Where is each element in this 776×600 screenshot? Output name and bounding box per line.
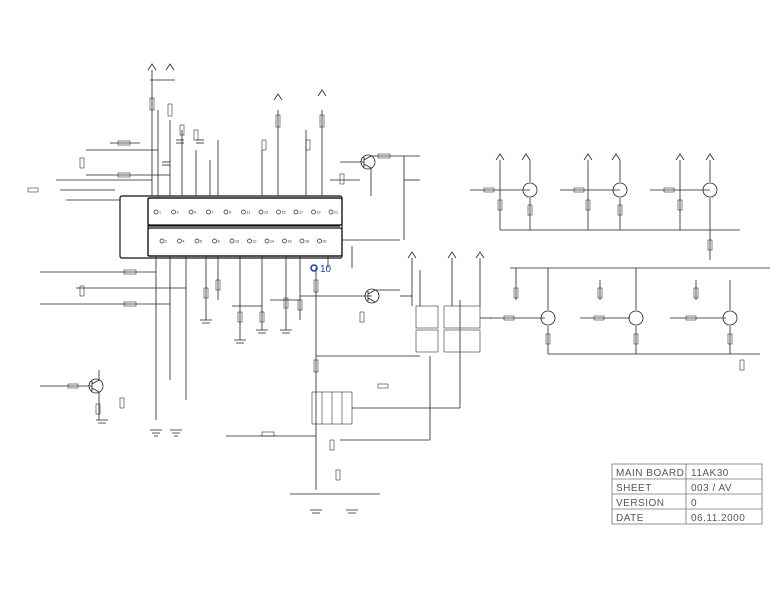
- title-block-key-date: DATE: [616, 513, 644, 524]
- connector-pin-label-17: 17: [299, 211, 303, 215]
- connector-pin-label-12: 12: [253, 240, 257, 244]
- connector-pin-2: [159, 238, 165, 244]
- connector-pin-label-20: 20: [323, 240, 327, 244]
- title-block-key-version: VERSION: [616, 498, 665, 509]
- title-block-value-sheet: 003 / AV: [691, 483, 732, 494]
- connector-pin-label-6: 6: [200, 240, 202, 244]
- connector-pin-label-15: 15: [282, 211, 286, 215]
- connector-pins-bottom: 2 4 6 8 10 12 14 16 18 20: [159, 238, 327, 244]
- probe-marker[interactable]: 10: [310, 264, 332, 275]
- relay-column: [400, 258, 492, 353]
- connector-pin-label-9: 9: [229, 211, 231, 215]
- connector-pin-6: [194, 238, 200, 244]
- switch-block-bottom: [311, 300, 461, 441]
- right-bottom-transistors: [540, 310, 738, 326]
- connector-pin-label-5: 5: [194, 211, 196, 215]
- connector-pin-4: [177, 238, 182, 244]
- connector-pin-5: [188, 209, 194, 215]
- connector-pin-13: [258, 209, 264, 215]
- right-bottom-stages: [490, 267, 770, 371]
- connector-pin-15: [276, 209, 281, 215]
- transistor-q-middle: [364, 288, 400, 304]
- transistor-q-left-bottom: [40, 370, 104, 420]
- connector-pin-10: [229, 238, 235, 244]
- right-top-transistors: [522, 182, 718, 198]
- connector-pin-18: [299, 238, 305, 244]
- probe-marker-dot[interactable]: [310, 264, 318, 272]
- title-block-key-sheet: SHEET: [616, 483, 652, 494]
- connector-pin-label-8: 8: [218, 240, 220, 244]
- connector-pin-label-4: 4: [183, 240, 185, 244]
- connector-pin-19: [311, 209, 316, 215]
- connector-pin-17: [293, 209, 299, 215]
- connector-pin-label-7: 7: [212, 211, 214, 215]
- wiring-top-left: [56, 70, 323, 201]
- connector-pin-label-18: 18: [305, 240, 309, 244]
- connector-pin-label-16: 16: [288, 240, 292, 244]
- connector-pin-20: [317, 238, 322, 244]
- ground-bottom: [96, 319, 358, 514]
- connector-pin-11: [241, 209, 246, 215]
- connector-pin-label-10: 10: [235, 240, 239, 244]
- connector-pin-label-21: 21: [334, 211, 338, 215]
- connector-pin-12: [247, 238, 252, 244]
- connector-pin-3: [171, 209, 176, 215]
- connector-pin-16: [282, 238, 287, 244]
- connector-pin-14: [264, 238, 270, 244]
- connector-pin-label-1: 1: [159, 211, 161, 215]
- connector-pin-label-11: 11: [247, 211, 251, 215]
- connector-pin-label-14: 14: [270, 240, 274, 244]
- connector-pin-label-3: 3: [177, 211, 179, 215]
- ground-symbols: [147, 63, 715, 259]
- capacitors-top-left: [162, 139, 204, 166]
- connector-pin-9: [223, 209, 229, 215]
- title-block-key-board: MAIN BOARD: [616, 468, 684, 479]
- resistors-bottom: [67, 269, 389, 481]
- connector-pin-label-19: 19: [317, 211, 321, 215]
- title-block-value-date: 06.11.2000: [691, 513, 745, 524]
- connector-pin-1: [153, 209, 159, 215]
- connector-pin-label-13: 13: [264, 211, 268, 215]
- transistor-q-top-mid: [330, 153, 420, 240]
- connector-pin-7: [206, 209, 211, 215]
- connector-pin-label-2: 2: [165, 240, 167, 244]
- title-block-value-board: 11AK30: [691, 468, 729, 479]
- resistors-top-left: [27, 97, 325, 193]
- wiring-bottom: [40, 239, 420, 495]
- connector-pin-21: [328, 209, 334, 215]
- probe-marker-label: 10: [320, 264, 332, 275]
- connector-pin-8: [212, 238, 217, 244]
- right-top-stages: [470, 160, 740, 260]
- title-block: MAIN BOARD 11AK30 SHEET 003 / AV VERSION…: [611, 463, 763, 525]
- title-block-value-version: 0: [691, 498, 697, 509]
